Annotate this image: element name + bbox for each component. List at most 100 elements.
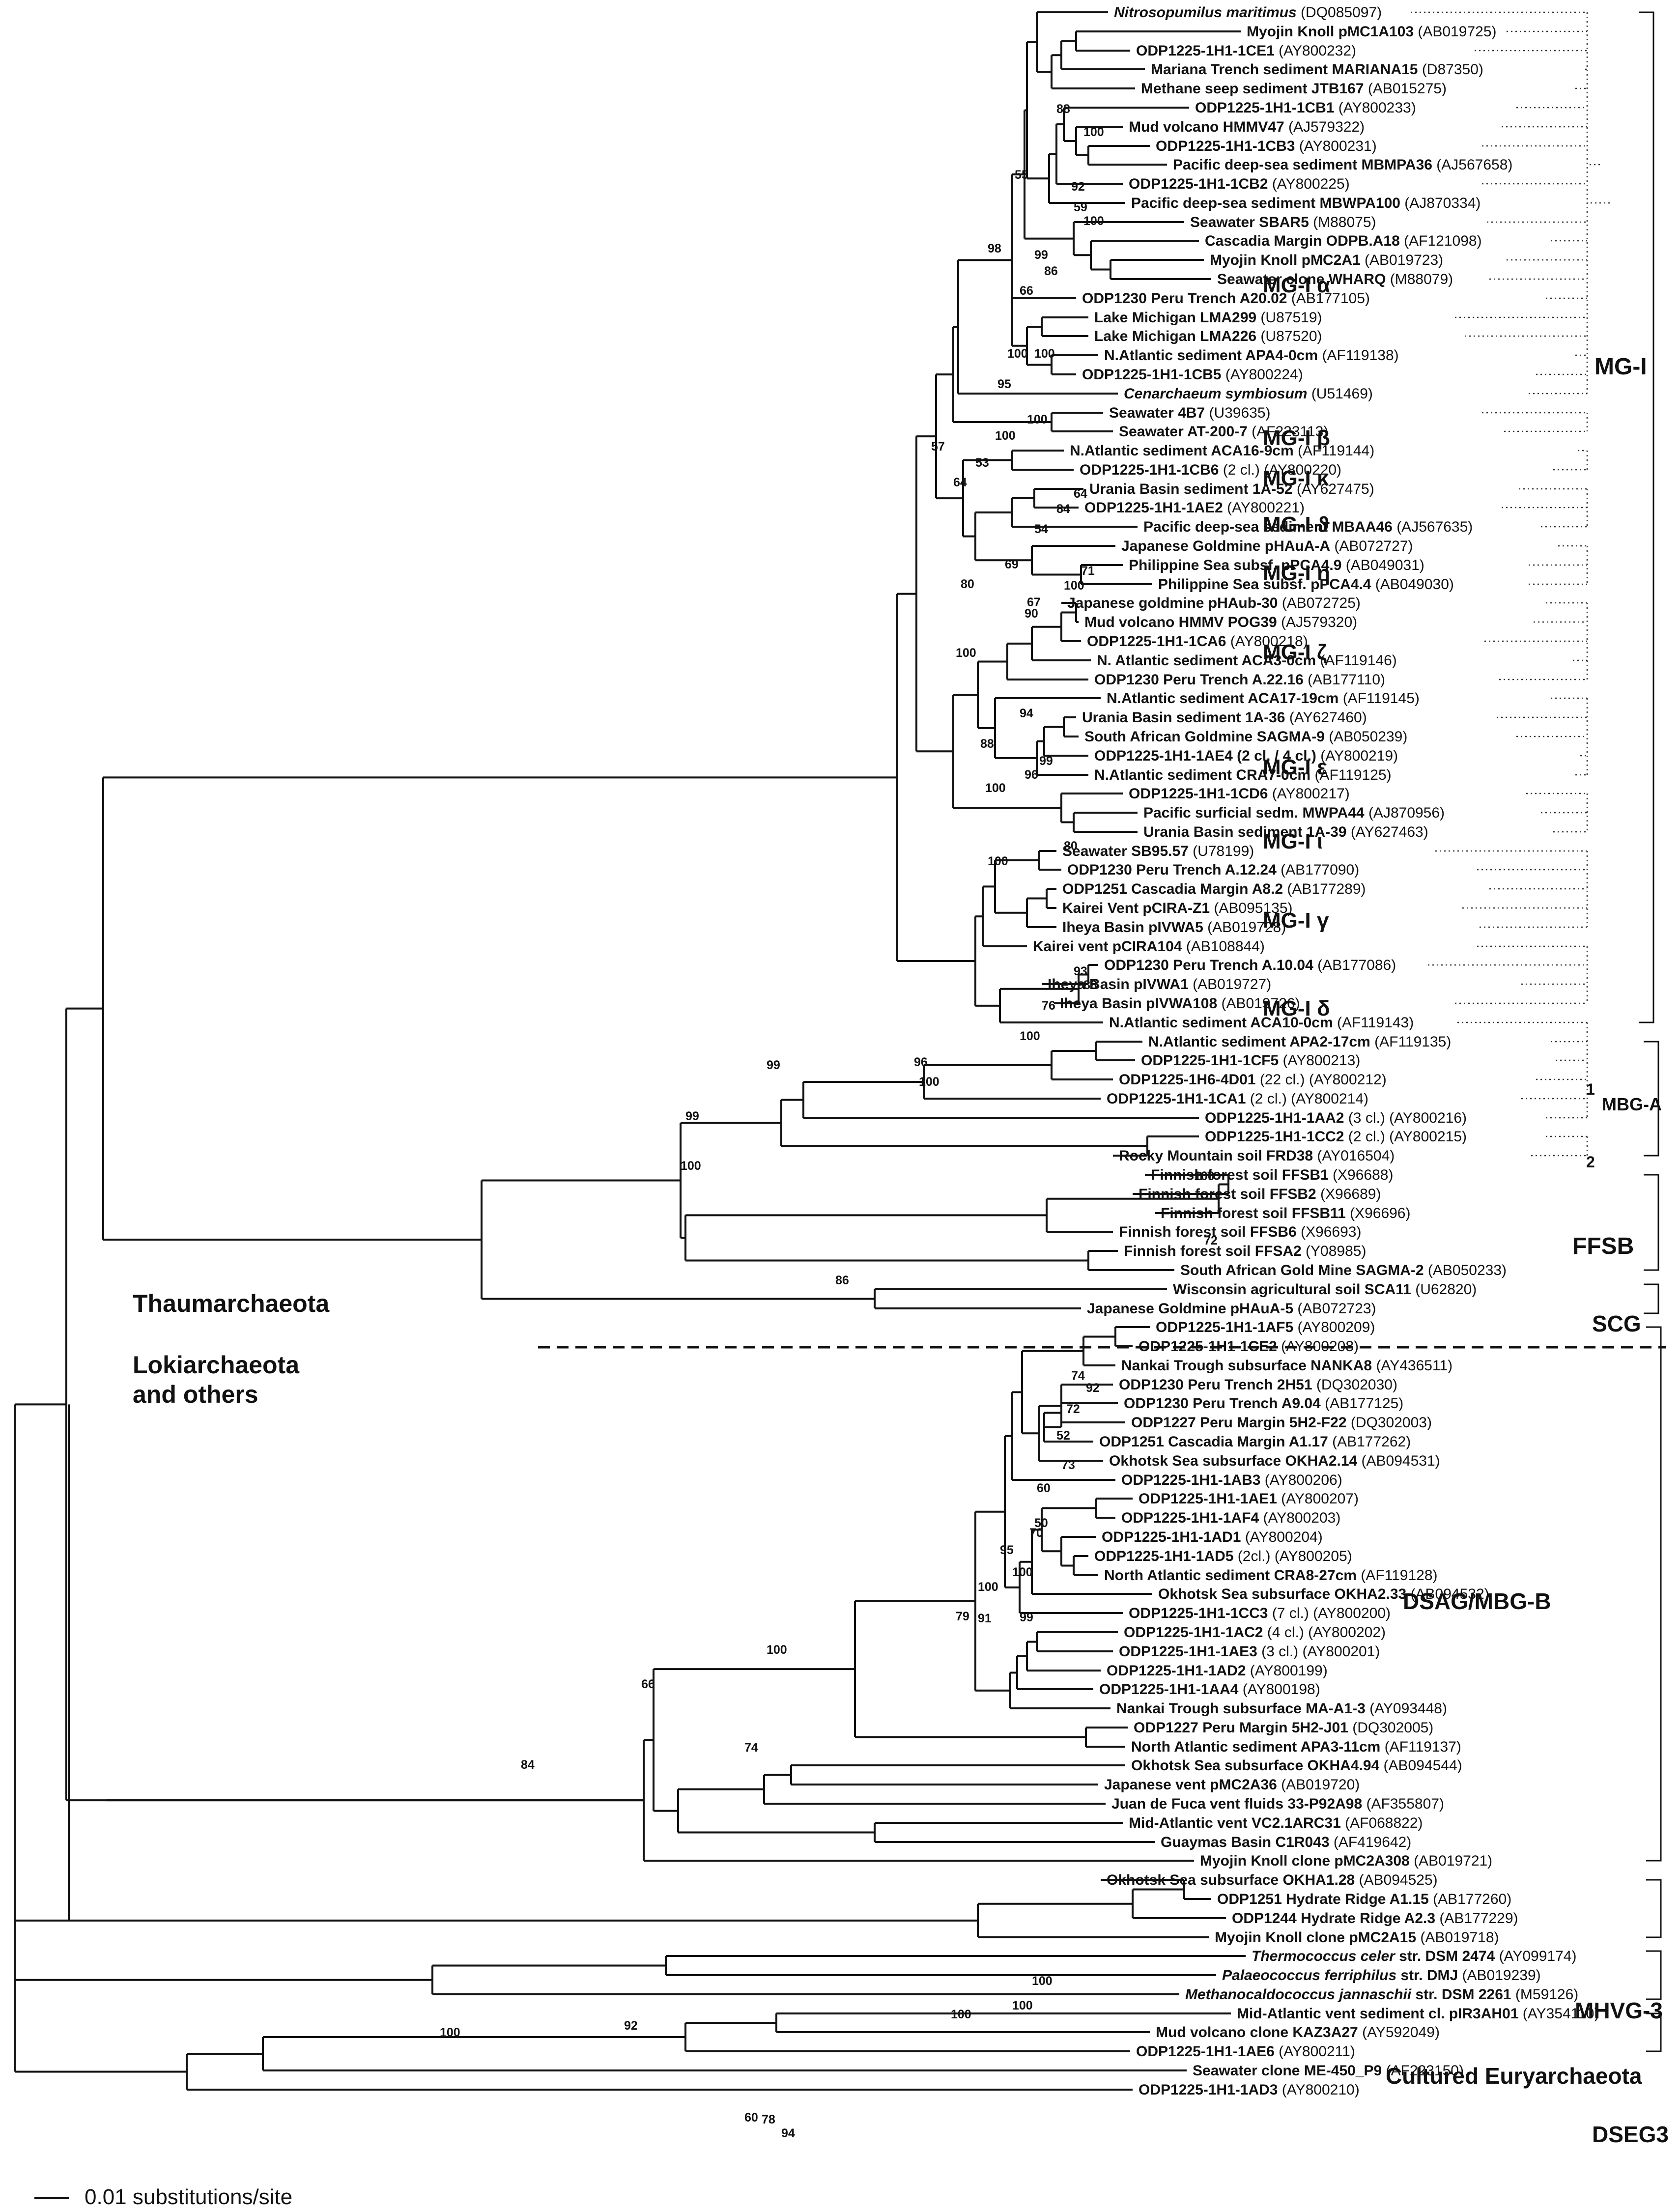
leaf-name: ODP1230 Peru Trench A20.02 (1082, 290, 1287, 307)
leaf-label: ODP1225-1H1-1AF5 (AY800209) (1156, 1319, 1375, 1335)
leaf-label: Nankai Trough subsurface NANKA8 (AY43651… (1121, 1358, 1452, 1374)
leaf-label: Methane seep sediment JTB167 (AB015275) (1141, 81, 1447, 97)
leaf-accession: (X96696) (1346, 1205, 1411, 1221)
leaf-accession: (AY800210) (1278, 2082, 1359, 2098)
leaf-label: Urania Basin sediment 1A-36 (AY627460) (1082, 709, 1367, 726)
leaf-label: Mud volcano clone KAZ3A27 (AY592049) (1156, 2024, 1440, 2040)
bootstrap-value: 92 (1086, 1381, 1100, 1395)
bootstrap-value: 100 (1083, 125, 1104, 139)
leaf-name: Mud volcano HMMV POG39 (1084, 614, 1277, 630)
tree-branches (14, 11, 1246, 2091)
leaf-name: Japanese goldmine pHAub-30 (1067, 595, 1278, 611)
leaf-name: ODP1225-1H6-4D01 (1119, 1072, 1255, 1088)
leaf-label: Seawater 4B7 (U39635) (1109, 405, 1271, 421)
clade-label-mg1-kappa: MG-I κ (1263, 466, 1329, 490)
bootstrap-value: 59 (1074, 200, 1087, 214)
leaf-label: Seawater clone ME-450_P9 (AF223150) (1193, 2063, 1464, 2079)
leaf-accession: (AJ870334) (1400, 195, 1481, 211)
leaf-accession: (AB095135) (1210, 900, 1292, 916)
bootstrap-value: 53 (975, 456, 989, 470)
leaf-name: Iheya Basin pIVWA5 (1062, 919, 1203, 935)
leaf-name: ODP1230 Peru Trench A.12.24 (1067, 862, 1277, 878)
leaf-accession: (AF119138) (1318, 347, 1399, 364)
leaf-name: ODP1251 Cascadia Margin A1.17 (1099, 1434, 1328, 1450)
clade-label-cultured-euryarchaeota: Cultured Euryarchaeota (1386, 2063, 1642, 2089)
bootstrap-value: 66 (1020, 284, 1033, 298)
leaf-accession: (AY800199) (1246, 1663, 1327, 1679)
leaf-label: ODP1225-1H1-1CB1 (AY800233) (1195, 100, 1416, 116)
bootstrap-value: 100 (681, 1159, 701, 1173)
leaf-name: Mud volcano clone KAZ3A27 (1156, 2024, 1358, 2040)
leaf-name: Japanese Goldmine pHAuA-A (1121, 538, 1330, 554)
label-lokiarchaeota: Lokiarchaeota (133, 1351, 300, 1379)
leaf-label: Finnish forest soil FFSB6 (X96693) (1119, 1224, 1361, 1240)
leaf-label: ODP1230 Peru Trench A.22.16 (AB177110) (1094, 672, 1385, 688)
leaf-name: ODP1225-1H1-1AD2 (1107, 1663, 1246, 1679)
bootstrap-value: 79 (956, 1610, 969, 1623)
leaf-name: Cenarchaeum symbiosum (1124, 386, 1307, 402)
leaf-label: N.Atlantic sediment APA4-0cm (AF119138) (1104, 347, 1399, 364)
leaf-label: Philippine Sea subsf. pPCA4.4 (AB049030) (1158, 576, 1454, 593)
leaf-accession: (AY800232) (1275, 43, 1356, 59)
bootstrap-value: 73 (1061, 1458, 1075, 1472)
leaf-name: ODP1225-1H1-1AE6 (1136, 2043, 1275, 2060)
bootstrap-value: 52 (1056, 1429, 1070, 1443)
leaf-accession: (AB019723) (1361, 252, 1443, 268)
bootstrap-value: 99 (1020, 1611, 1033, 1624)
leaf-name: ODP1225-1H1-1AA2 (1205, 1110, 1344, 1126)
leaf-accession: (M59126) (1511, 1986, 1579, 2003)
leaf-accession: (AF119135) (1370, 1034, 1452, 1050)
clade-label-mbga-2: 2 (1586, 1153, 1595, 1171)
leaf-label: ODP1225-1H1-1AE3 (3 cl.) (AY800201) (1119, 1643, 1380, 1660)
bootstrap-value: 99 (685, 1109, 699, 1123)
bootstrap-value: 100 (1032, 1974, 1053, 1988)
leaf-label: N. Atlantic sediment ACA3-0cm (AF119146) (1097, 652, 1397, 669)
leaf-accession: (AB019727) (1189, 976, 1271, 992)
bootstrap-value: 60 (1037, 1481, 1051, 1495)
leaf-label: Japanese goldmine pHAub-30 (AB072725) (1067, 595, 1361, 611)
leaf-name: ODP1230 Peru Trench A.22.16 (1094, 672, 1304, 688)
label-and-others: and others (133, 1381, 258, 1408)
leaf-label: Seawater AT-200-7 (AF223113) (1119, 424, 1328, 440)
leaf-name: ODP1225-1H1-1CF5 (1141, 1052, 1279, 1069)
leaf-name: ODP1225-1H1-1AE3 (1119, 1643, 1257, 1660)
leaf-label: ODP1225-1H1-1CF5 (AY800213) (1141, 1052, 1360, 1069)
leaf-label: ODP1225-1H1-1AD1 (AY800204) (1102, 1529, 1323, 1545)
leaf-accession: (AJ579322) (1284, 119, 1365, 135)
leaf-label: Pacific surficial sedm. MWPA44 (AJ870956… (1143, 805, 1445, 821)
leaf-label: Urania Basin sediment 1A-39 (AY627463) (1143, 824, 1428, 840)
bootstrap-value: 76 (1042, 999, 1055, 1013)
leaf-label: North Atlantic sediment CRA8-27cm (AF119… (1104, 1567, 1438, 1584)
leaf-name: ODP1225-1H1-1CA6 (1087, 633, 1226, 650)
leaf-label: ODP1225-1H1-1CE1 (AY800232) (1136, 43, 1356, 59)
leaf-accession: (AB094544) (1379, 1757, 1462, 1774)
leaf-accession: (AB072723) (1293, 1301, 1376, 1317)
leaf-accession: (4 cl.) (AY800202) (1263, 1624, 1386, 1641)
leaf-accession: (AB094525) (1355, 1872, 1437, 1888)
leaf-name: ODP1225-1H1-1CC2 (1205, 1129, 1344, 1145)
bootstrap-value: 86 (835, 1274, 849, 1287)
leaf-label: ODP1225-1H1-1AE6 (AY800211) (1136, 2043, 1355, 2060)
leaf-name: Philippine Sea subsf. pPCA4.4 (1158, 576, 1371, 593)
leaf-label: ODP1225-1H1-1AD3 (AY800210) (1139, 2082, 1360, 2098)
bootstrap-value: 74 (1071, 1369, 1085, 1383)
leaf-label: Mud volcano HMMV POG39 (AJ579320) (1084, 614, 1357, 630)
leaf-label: Lake Michigan LMA299 (U87519) (1094, 310, 1322, 326)
leaf-name: Methanocaldococcus jannaschii (1185, 1986, 1412, 2003)
clade-label-mbga-1: 1 (1586, 1080, 1595, 1098)
leaf-label: Kairei vent pCIRA104 (AB108844) (1033, 938, 1265, 955)
leaf-accession: (M88075) (1309, 214, 1376, 230)
leaf-accession: (AY800231) (1295, 138, 1376, 154)
leaf-name: Okhotsk Sea subsurface OKHA2.33 (1158, 1586, 1406, 1602)
leaf-label: ODP1225-1H1-1AC2 (4 cl.) (AY800202) (1124, 1624, 1386, 1641)
clade-label-mg1-gamma: MG-I γ (1263, 908, 1329, 933)
leaf-label: Nitrosopumilus maritimus (DQ085097) (1114, 4, 1382, 21)
leaf-label: Japanese Goldmine pHAuA-5 (AB072723) (1087, 1301, 1376, 1317)
leaf-name: Myojin Knoll clone pMC2A308 (1200, 1853, 1410, 1869)
leaf-name: Kairei vent pCIRA104 (1033, 938, 1182, 955)
leaf-name: N.Atlantic sediment CRA7-0cm (1094, 767, 1310, 783)
leaf-label: Iheya Basin pIVWA108 (AB019726) (1060, 995, 1300, 1012)
leaf-accession: (U78199) (1189, 843, 1254, 859)
clade-bracket (1644, 1174, 1659, 1271)
leaf-label: Seawater SBAR5 (M88075) (1190, 214, 1376, 230)
